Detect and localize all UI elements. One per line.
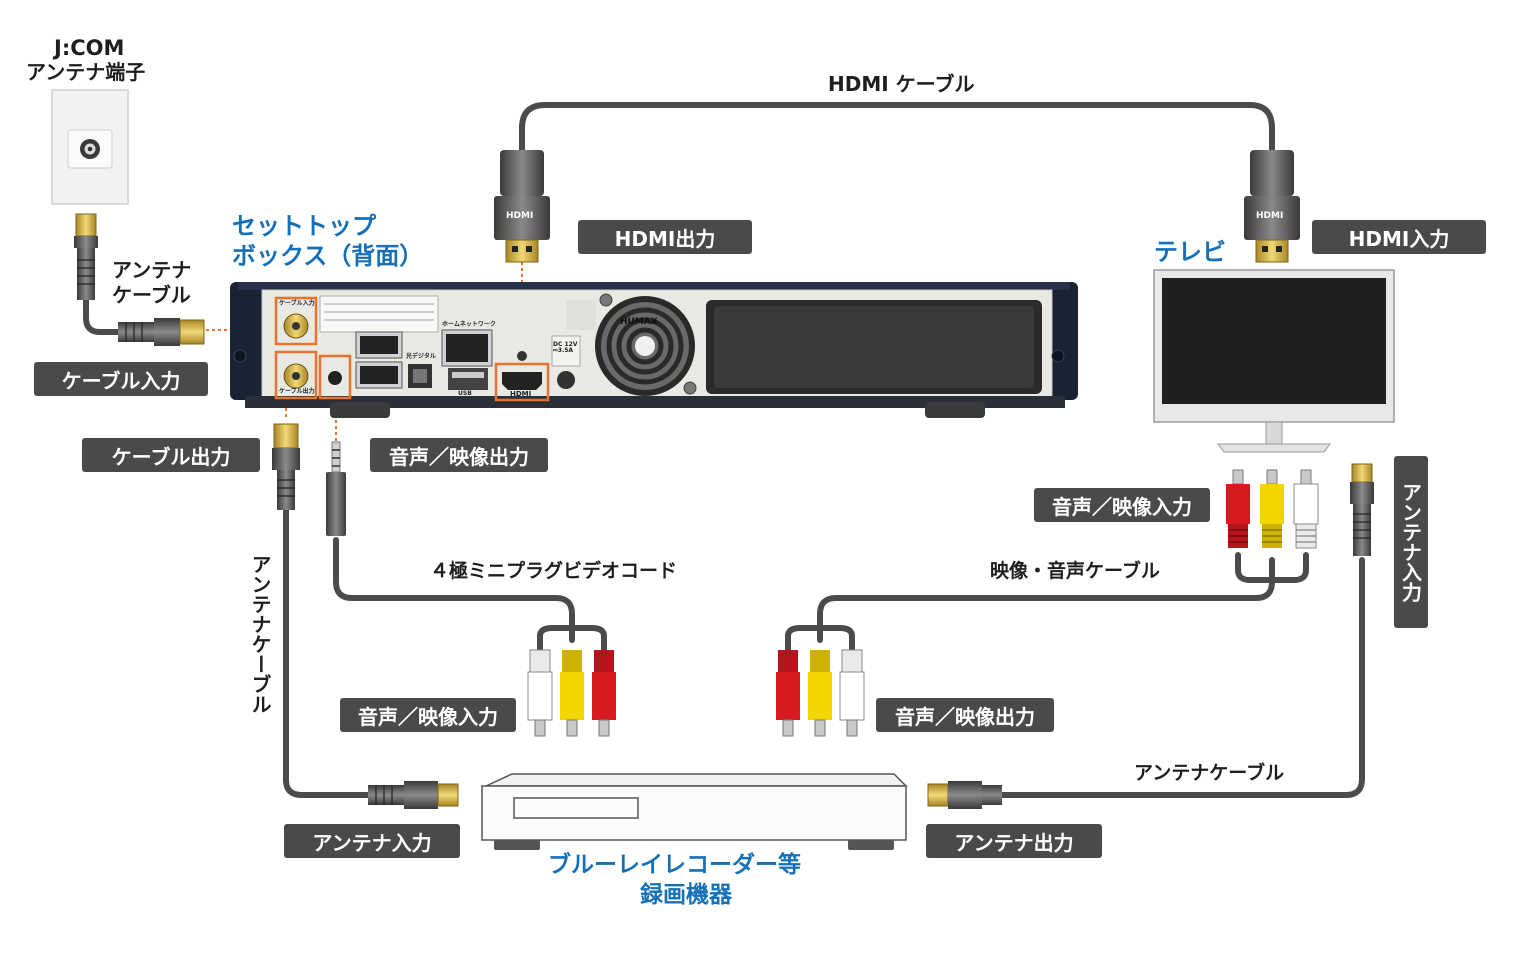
av-plugs-recorder-in [527, 649, 616, 737]
hdmi-cable-label: HDMI ケーブル [828, 72, 975, 96]
hdmi-in-tag: HDMI入力 [1312, 220, 1486, 254]
antenna-cable-left [283, 507, 373, 798]
hdmi-out-tag-text: HDMI出力 [614, 226, 716, 251]
av-plugs-tv [1226, 469, 1319, 549]
wall-socket-title-1: J:COM [54, 36, 125, 60]
av-in-recorder-tag: 音声／映像入力 [340, 698, 516, 732]
hdmi-in-tag-text: HDMI入力 [1348, 226, 1450, 251]
stb-brand: HUMAX [620, 317, 658, 327]
stb-port-usb: USB [458, 390, 472, 397]
av-plugs-recorder-out [776, 649, 865, 737]
stb-port-optical: 光デジタル [406, 353, 436, 360]
stb-port-cable-out: ケーブル出力 [279, 388, 315, 395]
stb-antenna-plug [118, 318, 205, 346]
bluray-recorder [481, 773, 908, 850]
antenna-in-recorder-tag: アンテナ入力 [284, 824, 460, 858]
tv-title: テレビ [1154, 238, 1226, 266]
antenna-out-recorder-tag: アンテナ出力 [926, 824, 1102, 858]
cable-in-tag: ケーブル入力 [34, 362, 208, 396]
stb-port-hdmi: HDMI [510, 390, 532, 398]
wall-socket-title-2: アンテナ端子 [26, 60, 146, 84]
antenna-cable-right-label: アンテナケーブル [1134, 762, 1285, 784]
av-out-stb-tag: 音声／映像出力 [370, 438, 548, 472]
set-top-box-back [230, 282, 1078, 418]
recorder-antenna-in-plug [368, 781, 459, 809]
wall-socket [51, 89, 129, 205]
mini-plug [326, 441, 346, 536]
television [1153, 269, 1395, 453]
av-cable [817, 557, 1275, 643]
stb-port-cable-in: ケーブル入力 [279, 300, 315, 307]
recorder-antenna-out-plug [927, 781, 1002, 809]
antenna-cable-right [997, 557, 1365, 798]
stb-title-1: セットトップ [232, 212, 376, 240]
tv-antenna-in-plug [1350, 463, 1374, 556]
av-in-tv-tag: 音声／映像入力 [1034, 488, 1210, 522]
mini-plug-cable-label: ４極ミニプラグビデオコード [430, 560, 678, 582]
stb-antenna-out-plug [272, 423, 300, 510]
antenna-cable-top [83, 297, 121, 335]
antenna-cable-top-label: アンテナ ケーブル [112, 258, 192, 307]
hdmi-cable [519, 102, 1275, 153]
antenna-in-tv-tag: アンテナ入力 [1394, 456, 1428, 628]
hdmi-plug-stb [494, 150, 550, 263]
stb-port-network: ホームネットワーク [442, 321, 496, 328]
recorder-title-1: ブルーレイレコーダー等 [548, 852, 801, 878]
stb-dc: DC 12V ⎓3.5A [553, 341, 578, 354]
av-out-recorder-tag: 音声／映像出力 [876, 698, 1054, 732]
recorder-title-2: 録画機器 [640, 882, 732, 908]
av-cable-label: 映像・音声ケーブル [990, 560, 1160, 582]
hdmi-plug-logo-stb: HDMI [506, 211, 534, 221]
cable-out-tag: ケーブル出力 [82, 438, 260, 472]
cables [83, 102, 1365, 798]
hdmi-out-tag: HDMI出力 [578, 220, 752, 254]
hdmi-plug-tv [1244, 150, 1300, 263]
antenna-cable-left-label: アンテナケーブル [248, 554, 272, 714]
wall-antenna-plug [74, 213, 98, 300]
stb-title-2: ボックス（背面） [232, 242, 424, 270]
hdmi-plug-logo-tv: HDMI [1256, 211, 1284, 221]
mini-plug-cable [333, 537, 575, 643]
